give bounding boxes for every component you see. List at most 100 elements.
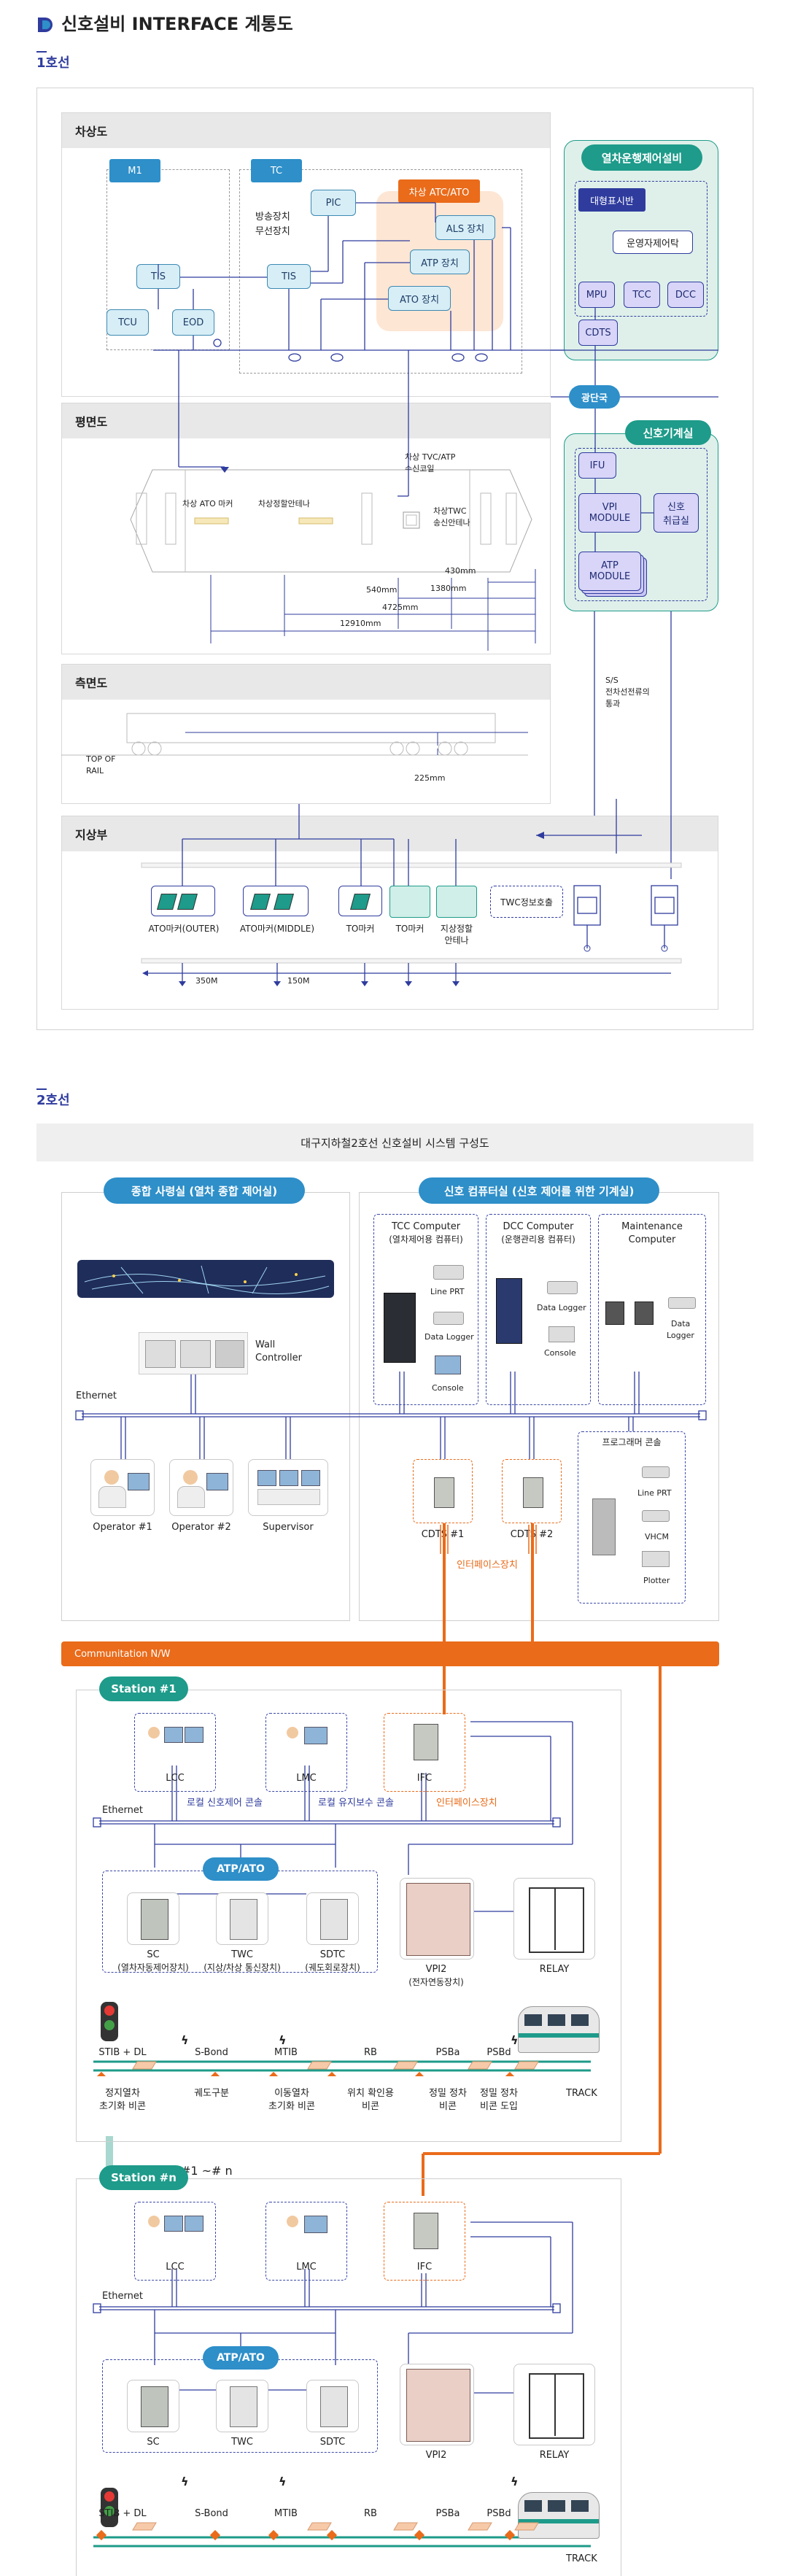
stationn-sdtc-unit [306, 2380, 359, 2432]
stib-desc-1: 정지열차 [105, 2088, 140, 2099]
stationn-vpi2-label: VPI2 [425, 2450, 447, 2461]
tvc-receiver-label-2: 수신코일 [405, 464, 435, 473]
als-box: ALS 장치 [435, 215, 495, 240]
ato-outer-label: ATO마커(OUTER) [148, 924, 220, 934]
onboard-section-title: 차상도 [62, 113, 550, 148]
supervisor-station [248, 1459, 328, 1516]
fiber-terminal: 광단국 [569, 385, 620, 409]
operator1-station [90, 1459, 155, 1516]
console-icon [548, 1326, 575, 1342]
supervisor-label: Supervisor [263, 1522, 314, 1533]
monitor-icon [185, 2216, 203, 2232]
tcc-data-logger-label: Data Logger [424, 1332, 474, 1342]
station1-vpi2-unit [400, 1878, 474, 1960]
tcc-computer-title: TCC Computer [391, 1221, 461, 1232]
stationn-atp-ato-title: ATP/ATO [203, 2346, 279, 2370]
monitor-icon [304, 2216, 327, 2233]
logger-icon [433, 1312, 464, 1325]
stop-antenna-label-2: 안테나 [444, 935, 469, 945]
wall-controller-label-1: Wall [255, 1339, 276, 1350]
station1-title: Station #1 [99, 1676, 188, 1701]
display-board-tag: 대형표시반 [578, 188, 646, 212]
rb-desc-1: 위치 확인용 [347, 2088, 394, 2099]
stationn-lmc-group [265, 2202, 347, 2281]
tvc-receiver-label-1: 차상 TVC/ATP [405, 452, 456, 462]
train-window [524, 2014, 542, 2026]
bolt-icon: ϟ [181, 2475, 189, 2488]
bolt-icon: ϟ [279, 2475, 287, 2488]
psba-desc-2: 비콘 [439, 2101, 457, 2112]
control-room-title: 열차운행제어설비 [581, 144, 702, 171]
to-marker-label-2: TO마커 [395, 924, 424, 934]
cdts2-group [502, 1459, 562, 1523]
vhcm-label: VHCM [645, 1532, 669, 1542]
plan-section [61, 403, 551, 654]
ato-middle-label: ATO마커(MIDDLE) [239, 924, 315, 934]
station1-sc-label: SC [147, 1949, 160, 1960]
station1-lcc-label: LCC [166, 1773, 185, 1784]
stations-wiring-svg [93, 1666, 662, 2548]
train-window [571, 2014, 589, 2026]
stationn-sc-label: SC [147, 2437, 160, 2448]
plotter-label: Plotter [643, 1576, 670, 1585]
operator1-label: Operator #1 [93, 1522, 152, 1533]
dim-225: 225mm [414, 773, 446, 783]
train-stripe [519, 2033, 599, 2038]
wayside-section-title: 지상부 [62, 816, 718, 851]
interface-device-label: 인터페이스장치 [457, 1560, 518, 1571]
marker-icon [250, 894, 271, 910]
atp-box: ATP 장치 [410, 250, 470, 274]
maintenance-title-2: Computer [628, 1234, 676, 1245]
stationn-lcc-label: LCC [166, 2262, 185, 2273]
person-icon [104, 1470, 119, 1485]
programmer-console-title: 프로그래머 콘솔 [602, 1437, 662, 1447]
logger-icon [547, 1281, 578, 1294]
plan-section-title: 평면도 [62, 403, 550, 438]
train-window [548, 2500, 565, 2512]
dcc-data-logger-label: Data Logger [537, 1303, 586, 1312]
vhcm-icon [642, 1510, 670, 1522]
relay-door-line [554, 1887, 556, 1950]
station1-sdtc-label: SDTC [319, 1949, 346, 1960]
sbond-desc: 궤도구분 [194, 2088, 229, 2099]
stationn-relay-label: RELAY [539, 2450, 570, 2461]
vpi-cabinet-icon [406, 1883, 470, 1956]
bolt-icon: ϟ [181, 2033, 189, 2047]
station1-sdtc-unit [306, 1892, 359, 1945]
stationn-sbond-label: S-Bond [195, 2508, 228, 2519]
station1-ifc-desc: 인터페이스장치 [436, 1798, 497, 1809]
rb-label: RB [364, 2047, 377, 2058]
tcu-box: TCU [106, 309, 149, 336]
tcc-box: TCC [624, 282, 660, 308]
psbd-label: PSBd [486, 2047, 511, 2058]
logo-icon [38, 18, 53, 32]
signal-light-icon [101, 2002, 118, 2041]
server-rack-icon [384, 1293, 416, 1363]
atp-module-line2: MODULE [589, 571, 631, 582]
psbd-desc-2: 비콘 도입 [480, 2101, 518, 2112]
side-section [61, 664, 551, 804]
monitor-icon [206, 1473, 228, 1490]
cabinet-icon [320, 2386, 348, 2427]
green-light [104, 2506, 115, 2516]
twc-antenna-label-2: 송신안테나 [433, 518, 470, 527]
tcc-computer-subtitle: (열차제어용 컴퓨터) [389, 1234, 463, 1245]
eod-box: EOD [172, 309, 214, 336]
dim-4725: 4725mm [382, 603, 419, 612]
maint-logger-label-1: Data [671, 1319, 691, 1328]
station1-ifc-group [384, 1713, 465, 1792]
bolt-icon: ϟ [511, 2033, 519, 2047]
mtib-desc-2: 초기화 비콘 [268, 2101, 315, 2112]
green-light [104, 2020, 115, 2030]
atp-module-box: ATP MODULE [578, 552, 641, 591]
rb-desc-2: 비콘 [362, 2101, 379, 2112]
ss-label-3: 통과 [605, 699, 621, 708]
wall-display-screen [77, 1260, 334, 1298]
stationn-beacons-svg [96, 2522, 539, 2541]
dim-1380: 1380mm [430, 584, 467, 593]
station1-track-label: TRACK [566, 2088, 597, 2099]
stationn-track-label: TRACK [566, 2553, 597, 2564]
cabinet-icon [320, 1899, 348, 1940]
central-control-title: 종합 사령실 (열차 종합 제어실) [104, 1177, 305, 1204]
